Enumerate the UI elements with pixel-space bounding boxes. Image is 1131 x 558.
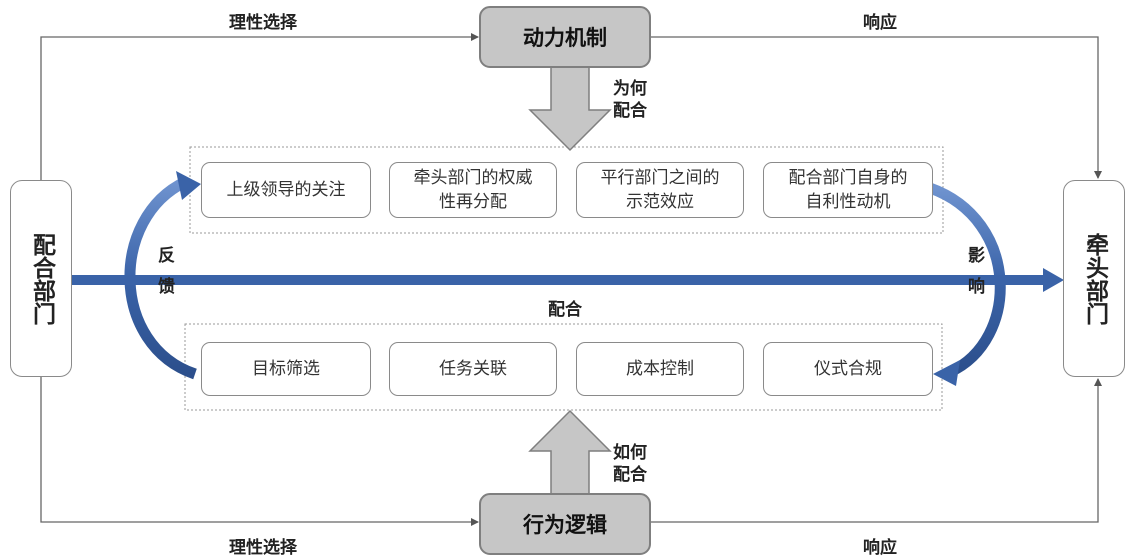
- response-bottom-line: [651, 378, 1102, 523]
- how-cooperate-line1: 如何: [613, 443, 647, 463]
- how-cooperate-line2: 配合: [613, 465, 647, 485]
- main-blue-arrow-shaft: [71, 275, 1047, 285]
- influence-arrowhead: [933, 360, 960, 386]
- feedback-arrowhead: [176, 171, 201, 200]
- influence-label: 影响: [964, 246, 984, 308]
- motivation-item-demonstration-effect: 平行部门之间的示范效应: [576, 162, 744, 218]
- motivation-item-self-interest: 配合部门自身的自利性动机: [763, 162, 933, 218]
- behavior-item-cost-control: 成本控制: [576, 342, 744, 396]
- motivation-item-authority-redistribution: 牵头部门的权威性再分配: [389, 162, 557, 218]
- behavior-group-frame: [184, 323, 943, 411]
- why-cooperate-line1: 为何: [613, 79, 647, 99]
- rational-choice-top-label: 理性选择: [229, 13, 297, 33]
- behavior-item-task-linkage: 任务关联: [389, 342, 557, 396]
- behavior-item-ritual-compliance: 仪式合规: [763, 342, 933, 396]
- lead-department-box: 牵头部门: [1063, 180, 1125, 377]
- cooperate-label: 配合: [548, 300, 582, 320]
- main-blue-arrowhead: [1043, 268, 1064, 292]
- rational-choice-top-line: [40, 33, 479, 180]
- behavior-item-goal-screening: 目标筛选: [201, 342, 371, 396]
- rational-choice-bottom-line: [40, 377, 479, 526]
- why-cooperate-line2: 配合: [613, 101, 647, 121]
- how-cooperate-arrow: [528, 409, 612, 495]
- response-top-line: [651, 36, 1102, 179]
- why-cooperate-label: 为何 配合: [613, 78, 653, 122]
- rational-choice-bottom-label: 理性选择: [229, 538, 297, 558]
- behavior-logic-box: 行为逻辑: [479, 493, 651, 555]
- response-top-label: 响应: [863, 13, 897, 33]
- feedback-label: 反馈: [154, 246, 174, 308]
- why-cooperate-arrow: [528, 66, 612, 152]
- motivation-item-leader-attention: 上级领导的关注: [201, 162, 371, 218]
- response-bottom-label: 响应: [863, 538, 897, 558]
- how-cooperate-label: 如何 配合: [613, 442, 653, 486]
- cooperating-department-box: 配合部门: [10, 180, 72, 377]
- motivation-mechanism-box: 动力机制: [479, 6, 651, 68]
